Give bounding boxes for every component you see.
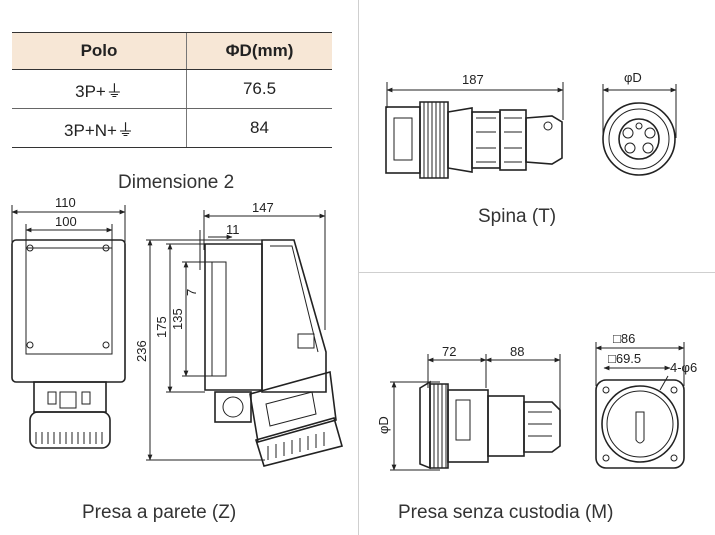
wall-socket-front: 110 100 <box>11 195 126 449</box>
table-row: 3P+N+⏚ 84 <box>12 108 332 148</box>
vertical-divider <box>358 0 359 535</box>
cell-pole: 3P+⏚ <box>12 69 187 109</box>
dim-wall-7: 7 <box>184 289 199 296</box>
cell-pole: 3P+N+⏚ <box>12 108 187 148</box>
dim-wall-11: 11 <box>226 222 240 237</box>
plug-side-view: 187 <box>385 72 564 179</box>
panel-socket-front: □86 □69.5 4-φ6 <box>595 331 697 469</box>
dim-wall-depth: 147 <box>252 200 274 215</box>
table-row: 3P+⏚ 76.5 <box>12 69 332 109</box>
dim-wall-width-inner: 100 <box>55 214 77 229</box>
dim-plug-length: 187 <box>462 72 484 87</box>
caption-socket-no-housing: Presa senza custodia (M) <box>398 502 614 523</box>
caption-dimension: Dimensione 2 <box>118 172 235 193</box>
panel-socket-side: 72 88 φD <box>376 344 561 471</box>
dim-wall-width-outer: 110 <box>55 195 76 210</box>
dim-wall-236: 236 <box>134 340 149 362</box>
header-diameter: ΦD(mm) <box>186 32 332 70</box>
caption-wall-socket: Presa a parete (Z) <box>82 502 237 523</box>
table-header-row: Polo ΦD(mm) <box>12 32 332 70</box>
dim-m-phi: φD <box>376 416 391 434</box>
plug-front-view: φD <box>602 70 677 176</box>
caption-plug: Spina (T) <box>478 206 557 227</box>
header-pole: Polo <box>12 32 187 70</box>
cell-diameter: 76.5 <box>186 69 332 109</box>
horizontal-divider <box>359 272 715 273</box>
wall-socket-side: 147 11 7 135 175 236 <box>134 200 343 467</box>
dim-wall-175: 175 <box>154 316 169 338</box>
dim-plug-phi: φD <box>624 70 642 85</box>
dim-wall-135: 135 <box>170 308 185 330</box>
dim-m-88: 88 <box>510 344 524 359</box>
dim-m-72: 72 <box>442 344 456 359</box>
dimension-table: Polo ΦD(mm) 3P+⏚ 76.5 3P+N+⏚ 84 <box>12 32 332 148</box>
dim-m-sq695: □69.5 <box>608 351 641 366</box>
cell-diameter: 84 <box>186 108 332 148</box>
dim-m-sq86: □86 <box>613 331 635 346</box>
dim-m-holes: 4-φ6 <box>670 360 697 375</box>
